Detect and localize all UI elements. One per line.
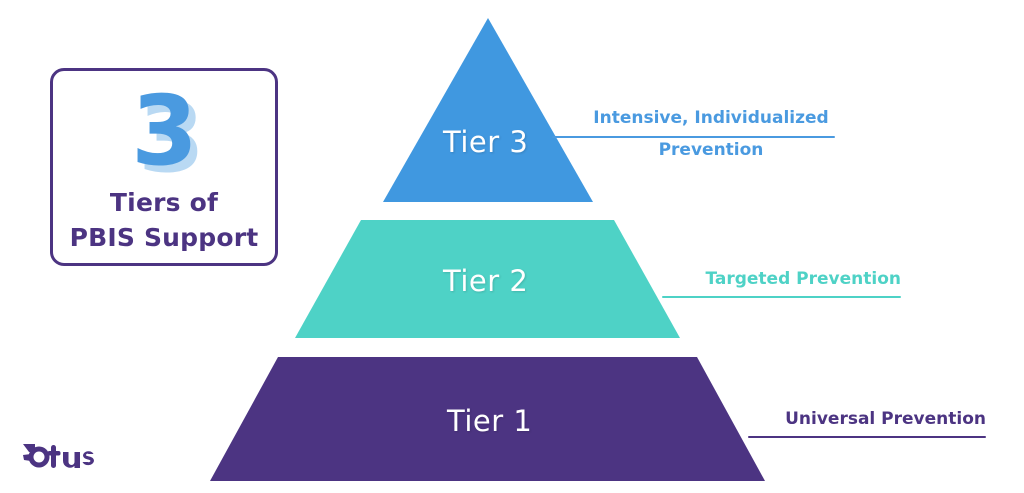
tier-1-label: Tier 1 [447,404,533,438]
card-subtitle-line-1: Tiers of [109,188,219,217]
tier-2-shape [295,220,680,338]
tier-2-description: Targeted Prevention [705,269,901,289]
tier-count-number: 3 3 [53,75,275,194]
tier-2-leader-line [662,296,901,298]
tier-3-description-line-1: Intensive, Individualized [593,108,829,128]
tier-1-leader-line [748,436,986,438]
otus-logo[interactable] [20,437,100,477]
tier-count-number-text: 3 [131,75,198,187]
tier-3-shape [383,18,593,202]
tier-3-label: Tier 3 [443,125,529,159]
tiers-summary-card: 3 3 Tiers of PBIS Support [50,68,278,266]
tier-2-label: Tier 2 [443,264,529,298]
card-subtitle-line-2: PBIS Support [69,223,259,252]
tier-3-description-line-2: Prevention [658,140,764,160]
tier-count-number-shadow: 3 [138,82,205,194]
tier-1-shape [210,357,765,481]
tier-1-description: Universal Prevention [785,409,986,429]
tier-3-leader-line [552,136,835,138]
